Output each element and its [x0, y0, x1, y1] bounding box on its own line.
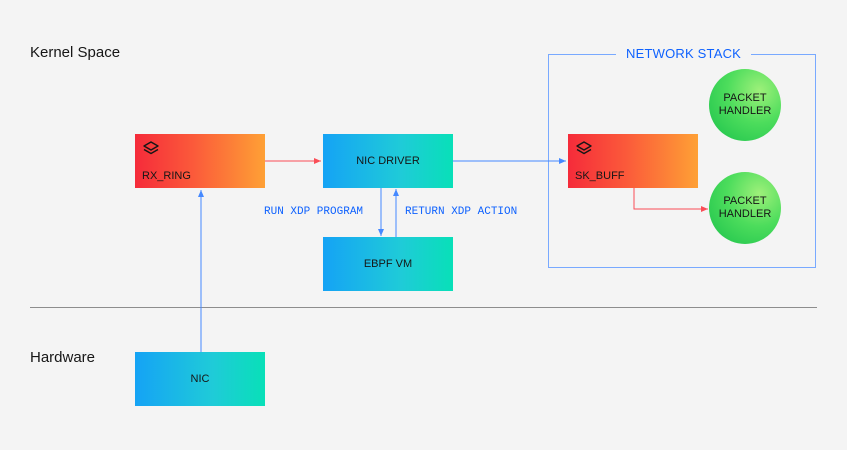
- arrow-sk-buff-to-packet-handler: [633, 188, 708, 212]
- packet-handler-2-node: PACKET HANDLER: [709, 172, 781, 244]
- sk-buff-label: SK_BUFF: [575, 170, 625, 182]
- return-xdp-action-label: RETURN XDP ACTION: [405, 206, 518, 218]
- nic-label: NIC: [190, 373, 210, 385]
- layers-icon: [576, 141, 592, 155]
- layers-icon: [143, 141, 159, 155]
- nic-driver-node: NIC DRIVER: [323, 134, 453, 188]
- packet-handler-2-line-1: PACKET: [723, 195, 767, 207]
- packet-handler-2-line-2: HANDLER: [718, 208, 772, 220]
- ebpf-vm-label: EBPF VM: [363, 258, 413, 270]
- ebpf-vm-node: EBPF VM: [323, 237, 453, 291]
- packet-handler-1-line-1: PACKET: [723, 92, 767, 104]
- hardware-label: Hardware: [30, 349, 96, 366]
- packet-handler-1-node: PACKET HANDLER: [709, 69, 781, 141]
- rx-ring-node: RX_RING: [135, 134, 265, 188]
- rx-ring-label: RX_RING: [142, 170, 191, 182]
- packet-handler-1-line-2: HANDLER: [718, 105, 772, 117]
- network-stack-title: NETWORK STACK: [616, 46, 752, 61]
- nic-node: NIC: [135, 352, 265, 406]
- kernel-hardware-divider: [30, 307, 817, 308]
- kernel-space-label: Kernel Space: [30, 44, 121, 61]
- nic-driver-label: NIC DRIVER: [356, 155, 420, 167]
- sk-buff-node: SK_BUFF: [568, 134, 698, 188]
- run-xdp-program-label: RUN XDP PROGRAM: [264, 206, 364, 218]
